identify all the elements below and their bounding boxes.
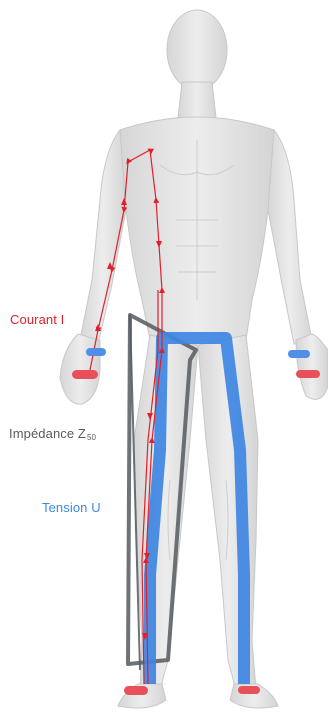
right-hand xyxy=(296,334,328,399)
neck xyxy=(178,82,216,118)
right-arm xyxy=(268,130,312,344)
human-body-figure xyxy=(60,10,328,708)
electrode-left-hand-blue xyxy=(86,348,106,356)
electrode-right-hand-blue xyxy=(288,350,310,358)
current-label: Courant I xyxy=(10,312,64,327)
electrodes xyxy=(72,348,320,695)
voltage-label: Tension U xyxy=(42,500,101,515)
electrode-right-foot-red xyxy=(238,686,260,694)
electrode-left-foot-red xyxy=(124,686,148,695)
impedance-label-text: Impédance Z xyxy=(9,426,86,441)
electrode-left-hand-red xyxy=(72,370,98,379)
electrode-right-hand-red xyxy=(296,370,320,378)
impedance-subscript: 50 xyxy=(87,433,96,442)
left-hand xyxy=(60,334,100,404)
head xyxy=(167,10,227,90)
impedance-label: Impédance Z50 xyxy=(9,426,96,442)
